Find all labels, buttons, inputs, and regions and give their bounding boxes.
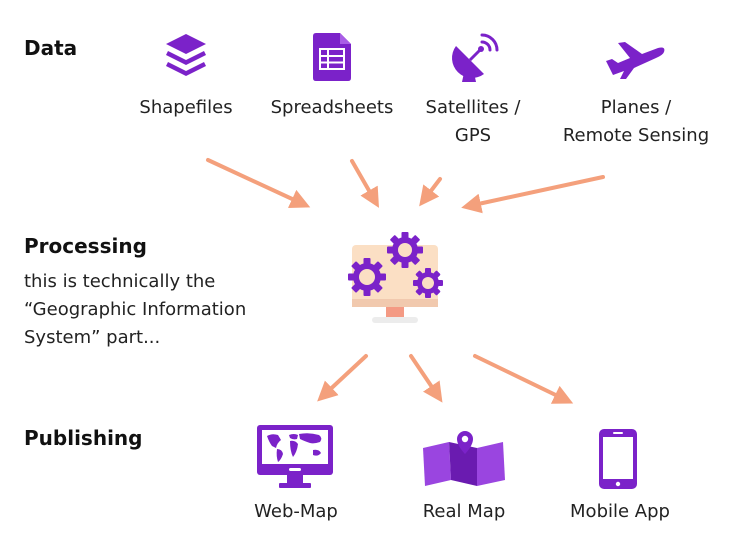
source-label-spreadsheets: Spreadsheets xyxy=(270,97,394,118)
arrow-spreadsheets-to-processing xyxy=(350,159,379,208)
satellite-dish-icon xyxy=(452,32,499,84)
layers-icon xyxy=(164,32,208,80)
section-title-processing: Processing xyxy=(24,234,147,258)
spreadsheet-icon xyxy=(313,33,351,81)
arrow-satellites-to-processing xyxy=(419,177,442,207)
gears-monitor-icon xyxy=(346,232,446,331)
arrow-processing-to-webmap xyxy=(317,354,368,402)
output-label-web-map: Web-Map xyxy=(254,501,338,522)
output-label-real-map: Real Map xyxy=(422,501,506,522)
source-label-shapefiles: Shapefiles xyxy=(139,97,233,118)
web-map-monitor-icon xyxy=(257,425,335,489)
arrow-planes-to-processing xyxy=(461,175,605,214)
source-label-satellites-line-2: GPS xyxy=(454,125,492,146)
section-title-data: Data xyxy=(24,36,78,60)
source-label-satellites-line-1: Satellites / xyxy=(425,97,521,118)
airplane-icon xyxy=(604,41,666,81)
section-title-publishing: Publishing xyxy=(24,426,143,450)
mobile-phone-icon xyxy=(599,429,637,489)
processing-description-line-1: this is technically the xyxy=(24,271,216,292)
output-label-mobile-app: Mobile App xyxy=(570,501,670,522)
arrow-processing-to-realmap xyxy=(409,354,443,403)
arrow-shapefiles-to-processing xyxy=(206,158,311,209)
source-label-planes: Planes / Remote Sensing xyxy=(546,94,726,150)
source-label-planes-line-2: Remote Sensing xyxy=(562,125,710,146)
processing-description: this is technically the “Geographic Info… xyxy=(24,268,246,352)
arrow-processing-to-mobileapp xyxy=(473,354,574,404)
source-label-planes-line-1: Planes / xyxy=(600,97,672,118)
folded-map-icon xyxy=(423,428,505,486)
source-label-satellites: Satellites / GPS xyxy=(413,94,533,150)
processing-description-line-2: “Geographic Information xyxy=(24,299,247,320)
processing-description-line-3: System” part... xyxy=(24,327,161,348)
